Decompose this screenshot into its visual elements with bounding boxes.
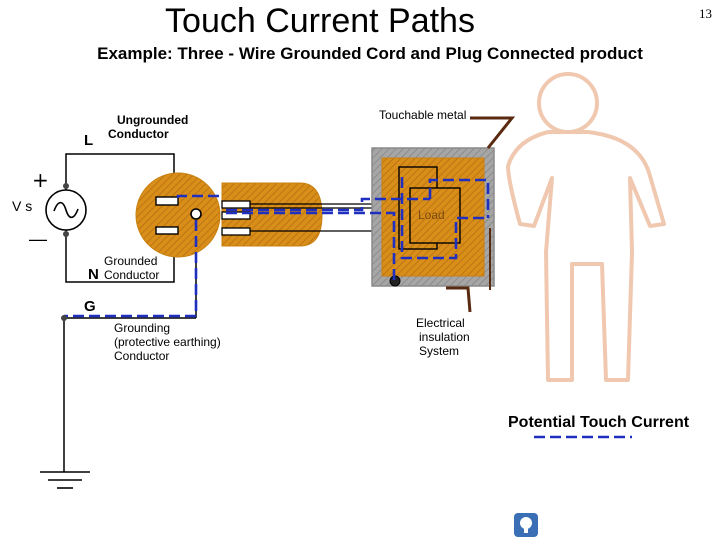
plug-ground-pin <box>190 208 202 220</box>
insulation-pointer <box>446 286 472 313</box>
leader-lines <box>446 116 516 313</box>
page-number: 13 <box>699 6 712 21</box>
grounded-conductor-label: Grounded Conductor <box>104 254 160 282</box>
terminal-dots <box>61 183 69 321</box>
label-N: N <box>88 266 99 283</box>
subtitle: Example: Three - Wire Grounded Cord and … <box>97 44 643 63</box>
plus-sign: + <box>32 168 49 192</box>
source-voltage-label: V s <box>12 198 33 214</box>
terminal-L <box>63 183 69 189</box>
logo-icon <box>514 513 538 537</box>
touchable-metal-pointer <box>470 116 516 149</box>
grounding-conductor-label: Grounding (protective earthing) Conducto… <box>114 321 221 363</box>
ungrounded-conductor-label: Ungrounded Conductor <box>108 113 189 141</box>
plug-pin-N <box>155 226 179 235</box>
path-protective-earth <box>64 220 198 318</box>
touchable-metal-label: Touchable metal <box>379 108 467 122</box>
load-box <box>409 187 461 244</box>
terminal-N <box>63 231 69 237</box>
cord-wires <box>250 203 380 232</box>
touch-current-paths <box>64 177 490 318</box>
cord-pin-3 <box>221 227 251 236</box>
path-load-leakage <box>400 177 488 260</box>
label-G: G <box>84 298 96 315</box>
person-figure-icon <box>506 72 666 382</box>
minus-sign: — <box>29 229 47 249</box>
label-L: L <box>84 132 94 149</box>
insulation-system-label: Electrical insulation System <box>416 316 470 358</box>
earth-ground-icon <box>40 471 90 489</box>
sine-wave-icon <box>53 201 79 219</box>
cord-pin-1 <box>221 200 251 209</box>
path-line-conductor <box>226 197 430 212</box>
path-load-top <box>428 178 490 218</box>
terminal-G <box>61 315 67 321</box>
page-title: Touch Current Paths <box>165 2 475 40</box>
legend-label: Potential Touch Current <box>508 414 690 431</box>
path-ground-conductor <box>226 211 396 282</box>
plug-pin-L <box>155 196 179 206</box>
plug-body <box>135 172 221 258</box>
path-plug-top <box>176 194 224 198</box>
load-label: Load <box>418 208 445 222</box>
